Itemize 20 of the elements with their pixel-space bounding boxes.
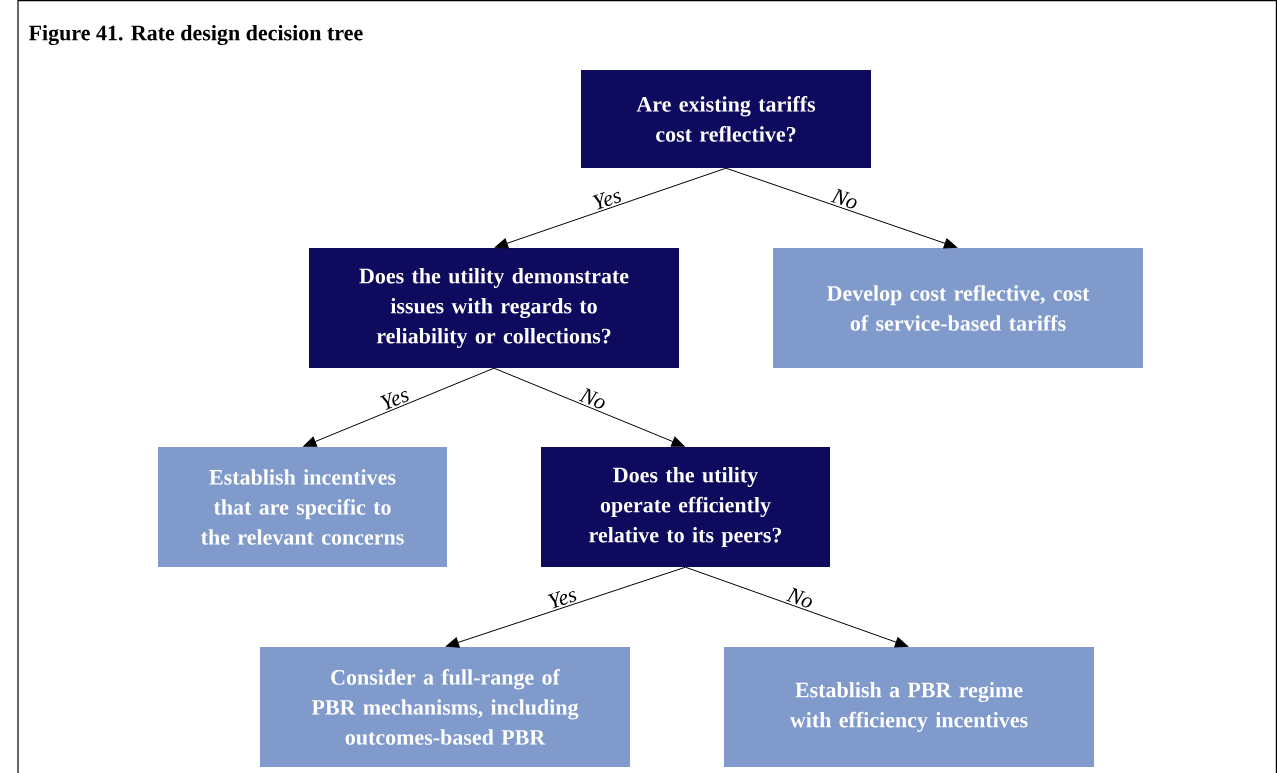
arrow bbox=[493, 367, 685, 447]
outcome-box: Establish a PBR regime with efficiency incentives bbox=[724, 647, 1094, 767]
outcome-box: Establish incentives that are specific to the relevant concerns bbox=[158, 447, 447, 567]
edge-label: Yes bbox=[547, 590, 577, 609]
arrow bbox=[494, 167, 727, 249]
question-box: Does the utility demonstrate issues with regards to reliability or collections? bbox=[309, 248, 679, 368]
arrow bbox=[685, 566, 909, 648]
question-box: Are existing tariffs cost reflective? bbox=[581, 70, 871, 168]
figure-title: Figure 41. Rate design decision tree bbox=[28, 24, 363, 46]
outcome-box: Develop cost reflective, cost of service-based tariffs bbox=[773, 248, 1143, 368]
outcome-box: Consider a full-range of PBR mechanisms, including outcomes-based PBR bbox=[260, 647, 630, 767]
edge-label: No bbox=[830, 188, 857, 209]
edge-label: No bbox=[578, 387, 605, 409]
edge-label: Yes bbox=[379, 390, 409, 410]
question-box: Does the utility operate efficiently relative to its peers? bbox=[541, 447, 830, 567]
arrow bbox=[303, 367, 495, 447]
edge-label: No bbox=[785, 587, 812, 608]
edge-label: Yes bbox=[592, 191, 621, 210]
arrow bbox=[725, 167, 958, 249]
arrow bbox=[445, 566, 686, 648]
